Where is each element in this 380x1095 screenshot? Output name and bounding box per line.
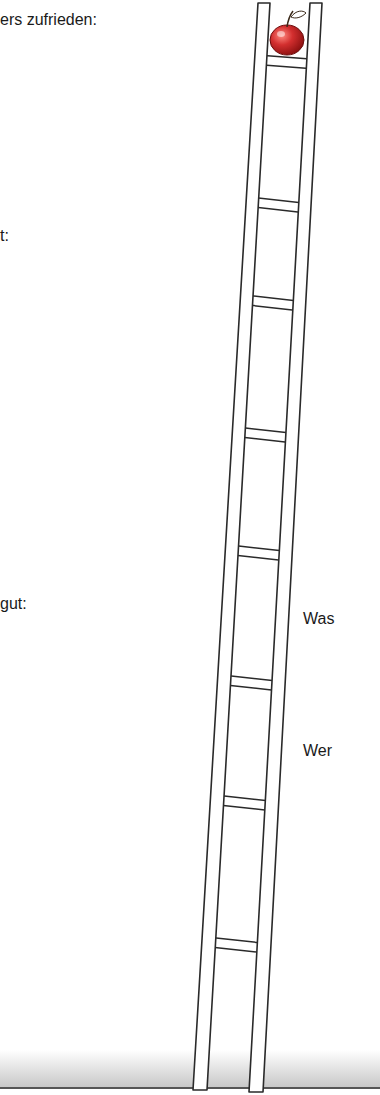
apple <box>270 11 306 55</box>
prompt-label: ers zufrieden: <box>0 10 97 30</box>
prompt-label: t: <box>0 226 9 246</box>
prompt-label: gut: <box>0 594 27 614</box>
floor-shadow <box>0 1050 380 1088</box>
prompt-label: Wer <box>303 741 332 761</box>
prompt-label: Was <box>303 609 334 629</box>
ladder-rungs <box>209 60 313 948</box>
ladder-rails <box>193 3 322 1092</box>
